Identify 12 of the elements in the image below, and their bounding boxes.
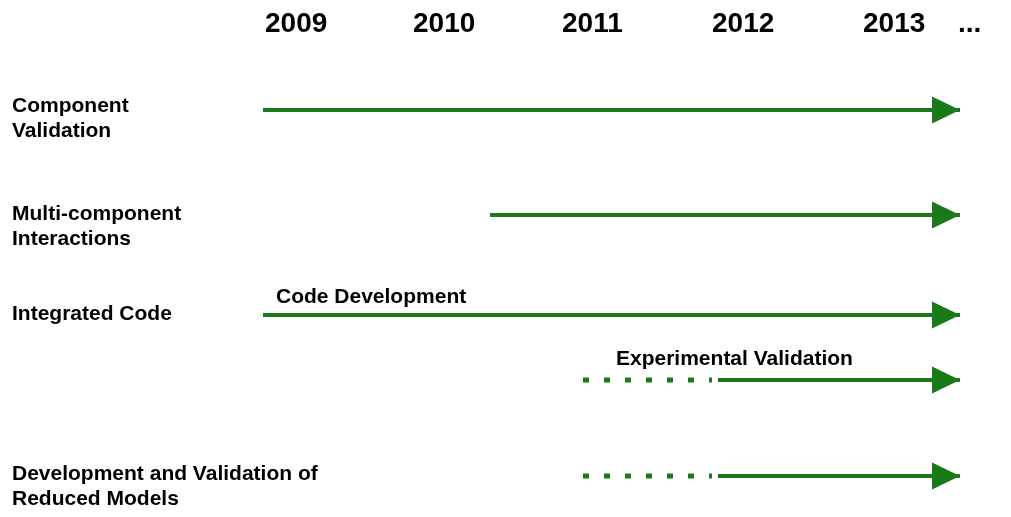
year-label: 2012 bbox=[712, 6, 775, 40]
row-label: Component Validation bbox=[12, 92, 130, 143]
ellipsis-label: ... bbox=[958, 6, 982, 40]
row-label: Integrated Code bbox=[12, 300, 172, 326]
year-label: 2011 bbox=[562, 6, 623, 40]
year-label: 2013 bbox=[863, 6, 926, 40]
bar-label: Code Development bbox=[276, 283, 467, 309]
year-label: 2010 bbox=[413, 6, 476, 40]
row-label: Development and Validation of Reduced Models bbox=[12, 460, 319, 511]
row-label: Multi-component Interactions bbox=[12, 200, 183, 251]
bar-label: Experimental Validation bbox=[616, 345, 853, 371]
year-label: 2009 bbox=[265, 6, 328, 40]
